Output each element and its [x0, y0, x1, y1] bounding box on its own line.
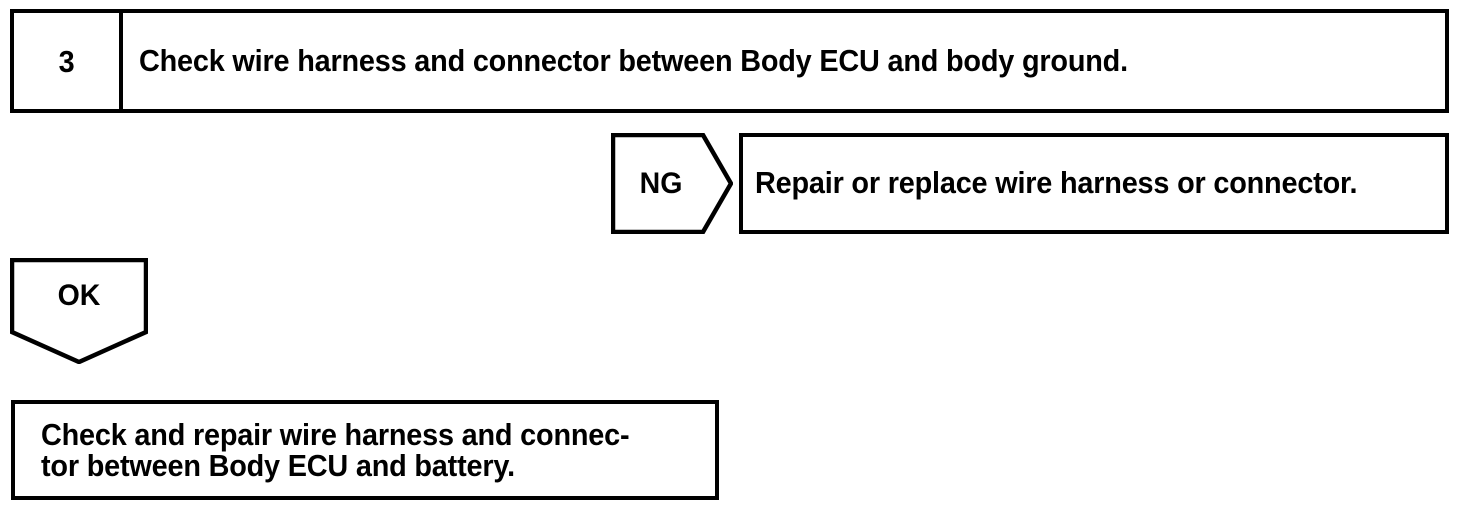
- ng-label-text: NG: [639, 166, 683, 200]
- final-action-text: Check and repair wire harness and connec…: [41, 417, 630, 483]
- step-number-cell: 3: [14, 13, 123, 109]
- ng-arrow-right-pentagon-icon: [611, 133, 733, 234]
- ok-arrow-down-pentagon-icon: [10, 258, 148, 364]
- ok-label-text: OK: [57, 279, 101, 312]
- step-instruction-text: Check wire harness and connector between…: [139, 42, 1128, 78]
- ng-result-text: Repair or replace wire harness or connec…: [755, 165, 1358, 201]
- ng-branch-label: NG: [614, 133, 709, 234]
- step-instruction-cell: Check wire harness and connector between…: [123, 13, 1445, 109]
- ok-branch-label: OK: [13, 258, 144, 334]
- step-number: 3: [58, 43, 75, 79]
- step-row: 3 Check wire harness and connector betwe…: [10, 9, 1449, 113]
- ng-result-box: Repair or replace wire harness or connec…: [739, 133, 1449, 234]
- final-action-box: Check and repair wire harness and connec…: [11, 400, 719, 500]
